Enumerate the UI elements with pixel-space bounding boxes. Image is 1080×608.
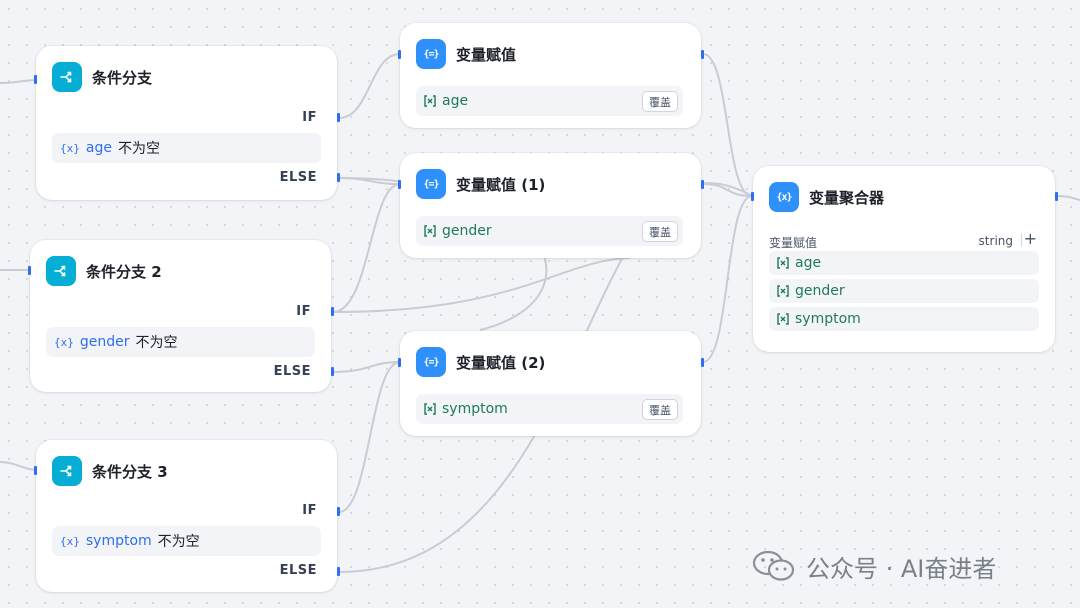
edge-assign1-agg [702, 183, 753, 197]
assign-icon: {=} [416, 39, 446, 69]
else-output-handle[interactable] [337, 173, 340, 182]
condition-row[interactable]: {x} age 不为空 [52, 133, 321, 163]
edge-assign2-agg [702, 195, 753, 363]
node-title: 条件分支 [92, 68, 153, 87]
condition-variable: gender [79, 334, 130, 350]
branch-icon [46, 256, 76, 286]
edge-incoming-3 [0, 461, 37, 471]
output-variable-icon [775, 283, 791, 299]
else-output-handle[interactable] [337, 567, 340, 576]
node-title: 变量赋值 [456, 45, 517, 64]
add-variable-button[interactable]: + [1023, 229, 1037, 248]
assign-icon: {=} [416, 347, 446, 377]
input-handle[interactable] [28, 266, 31, 275]
node-title: 条件分支 3 [92, 462, 168, 481]
assigned-variable: age [442, 93, 469, 109]
group-label: 变量赋值 [769, 236, 818, 250]
aggregator-item-label: gender [795, 283, 845, 299]
condition-variable: symptom [85, 533, 152, 549]
condition-row[interactable]: {x} symptom 不为空 [52, 526, 321, 556]
condition-variable: age [85, 140, 112, 156]
aggregator-item-label: age [795, 255, 822, 271]
if-else-node-2[interactable]: 条件分支 2 IF {x} gender 不为空 ELSE [28, 240, 334, 392]
assign-row[interactable]: gender 覆盖 [416, 216, 683, 246]
input-handle[interactable] [398, 358, 401, 367]
output-variable-icon [775, 255, 791, 271]
assign-node-3[interactable]: {=} 变量赋值 (2) symptom 覆盖 [398, 331, 704, 436]
input-handle[interactable] [34, 75, 37, 84]
watermark-text: 公众号 · AI奋进者 [806, 554, 997, 583]
wechat-icon [752, 550, 795, 581]
node-title: 变量聚合器 [809, 188, 885, 207]
if-else-node-3[interactable]: 条件分支 3 IF {x} symptom 不为空 ELSE [34, 440, 340, 592]
if-port-label: IF [296, 304, 311, 319]
assign-icon: {=} [416, 169, 446, 199]
edge-branch2-if [332, 183, 401, 313]
input-handle[interactable] [751, 192, 754, 201]
condition-operator: 不为空 [157, 534, 200, 550]
watermark: 公众号 · AI奋进者 [752, 548, 996, 584]
divider [1021, 234, 1022, 246]
edge-branch2-else [332, 361, 401, 373]
node-title: 变量赋值 (1) [456, 175, 546, 194]
edge-branch2-if-agg [332, 257, 631, 313]
aggregator-item[interactable]: age [769, 251, 1039, 275]
assign-row[interactable]: symptom 覆盖 [416, 394, 683, 424]
variable-aggregator-node[interactable]: {x} 变量聚合器 变量赋值 string + age gender sympt… [751, 166, 1058, 352]
output-handle[interactable] [701, 180, 704, 189]
output-variable-icon [422, 93, 438, 109]
aggregator-item-label: symptom [795, 311, 861, 327]
if-output-handle[interactable] [337, 113, 340, 122]
aggregator-item[interactable]: symptom [769, 307, 1039, 331]
else-output-handle[interactable] [331, 367, 334, 376]
edge-branch3-if [338, 361, 401, 513]
condition-row[interactable]: {x} gender 不为空 [46, 327, 315, 357]
output-handle[interactable] [701, 358, 704, 367]
aggregator-item[interactable]: gender [769, 279, 1039, 303]
variable-icon: {x} [60, 141, 80, 155]
if-else-node-1[interactable]: 条件分支 IF {x} age 不为空 ELSE [34, 46, 340, 200]
else-port-label: ELSE [279, 170, 317, 185]
if-output-handle[interactable] [331, 307, 334, 316]
input-handle[interactable] [398, 180, 401, 189]
output-variable-icon [422, 223, 438, 239]
assign-node-2[interactable]: {=} 变量赋值 (1) gender 覆盖 [398, 153, 704, 258]
variable-icon: {x} [54, 335, 74, 349]
edge-assign0-agg [702, 53, 753, 197]
input-handle[interactable] [398, 50, 401, 59]
if-output-handle[interactable] [337, 507, 340, 516]
variable-icon: {x} [60, 534, 80, 548]
branch-icon [52, 456, 82, 486]
edge-agg-out [1056, 195, 1080, 201]
output-type-label[interactable]: string [978, 234, 1013, 248]
variable-icon: {x} [769, 182, 799, 212]
condition-operator: 不为空 [117, 141, 160, 157]
output-variable-icon [775, 311, 791, 327]
branch-icon [52, 62, 82, 92]
node-title: 条件分支 2 [86, 262, 162, 281]
edge-incoming-1 [0, 79, 37, 84]
edge-branch1-if [338, 53, 401, 119]
node-title: 变量赋值 (2) [456, 353, 546, 372]
assign-node-1[interactable]: {=} 变量赋值 age 覆盖 [398, 23, 704, 128]
override-mode-button[interactable]: 覆盖 [642, 91, 678, 112]
else-port-label: ELSE [273, 364, 311, 379]
override-mode-button[interactable]: 覆盖 [642, 399, 678, 420]
assigned-variable: symptom [442, 401, 508, 417]
if-port-label: IF [302, 503, 317, 518]
else-port-label: ELSE [279, 563, 317, 578]
if-port-label: IF [302, 110, 317, 125]
condition-operator: 不为空 [135, 335, 178, 351]
assigned-variable: gender [442, 223, 492, 239]
input-handle[interactable] [34, 466, 37, 475]
override-mode-button[interactable]: 覆盖 [642, 221, 678, 242]
output-handle[interactable] [1055, 192, 1058, 201]
output-variable-icon [422, 401, 438, 417]
assign-row[interactable]: age 覆盖 [416, 86, 683, 116]
output-handle[interactable] [701, 50, 704, 59]
